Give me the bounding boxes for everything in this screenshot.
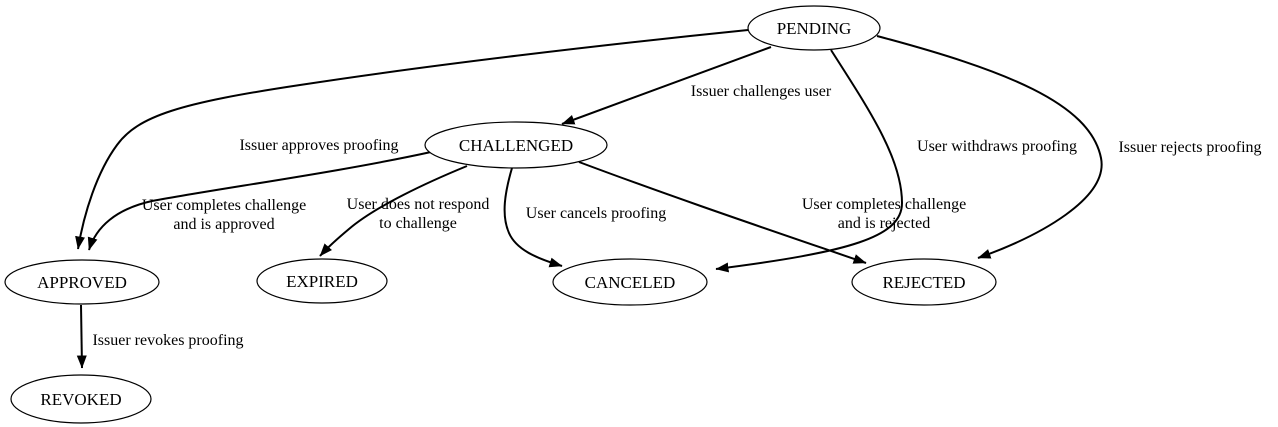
edge-pending-challenged-label: Issuer challenges user	[691, 83, 832, 100]
state-node-rejected-label: REJECTED	[882, 273, 965, 292]
state-node-challenged-label: CHALLENGED	[459, 136, 573, 155]
edge-pending-rejected-path	[876, 35, 1103, 259]
state-node-expired-label: EXPIRED	[286, 272, 358, 291]
edge-challenged-rejected-label-line1: User completes challenge	[802, 196, 966, 213]
edge-challenged-approved-label-line2: and is approved	[173, 216, 274, 233]
edge-challenged-expired: User does not respond to challenge	[319, 165, 490, 257]
state-node-approved-label: APPROVED	[37, 273, 127, 292]
state-node-approved: APPROVED	[4, 259, 160, 305]
edge-challenged-canceled: User cancels proofing	[503, 167, 666, 268]
edge-pending-challenged-path	[561, 46, 772, 125]
state-node-revoked-label: REVOKED	[40, 390, 121, 409]
edge-pending-rejected: Issuer rejects proofing	[876, 35, 1262, 259]
edge-pending-canceled: User withdraws proofing	[715, 49, 1077, 273]
edge-approved-revoked-label: Issuer revokes proofing	[92, 332, 243, 349]
edge-pending-canceled-path	[715, 49, 904, 273]
edge-challenged-approved-path	[87, 151, 432, 251]
edge-pending-approved: Issuer approves proofing	[75, 29, 749, 250]
state-node-challenged-ellipse	[424, 121, 608, 169]
state-node-expired: EXPIRED	[256, 258, 388, 304]
edge-approved-revoked-path	[76, 304, 87, 369]
state-node-pending-ellipse	[747, 5, 881, 51]
state-node-canceled-label: CANCELED	[585, 273, 676, 292]
edge-challenged-canceled-label: User cancels proofing	[526, 205, 666, 222]
edge-challenged-expired-path	[319, 165, 468, 257]
edge-pending-approved-path	[75, 29, 749, 250]
edge-challenged-rejected-label-line2: and is rejected	[838, 215, 930, 232]
state-node-pending-label: PENDING	[777, 19, 852, 38]
edge-challenged-rejected: User completes challenge and is rejected	[578, 161, 966, 264]
edge-challenged-approved-label-line1: User completes challenge	[142, 197, 306, 214]
nodes: PENDING CHALLENGED APPROVED EXPIRED CANC…	[4, 5, 997, 424]
state-node-pending: PENDING	[747, 5, 881, 51]
edge-challenged-rejected-path	[578, 161, 867, 264]
edge-challenged-expired-label-line2: to challenge	[379, 215, 457, 232]
edge-pending-rejected-label: Issuer rejects proofing	[1118, 139, 1261, 156]
edge-challenged-expired-label-line1: User does not respond	[347, 196, 490, 213]
edges: Issuer challenges user Issuer approves p…	[75, 29, 1262, 369]
state-node-revoked-ellipse	[10, 374, 152, 424]
state-node-rejected-ellipse	[851, 258, 997, 306]
state-node-rejected: REJECTED	[851, 258, 997, 306]
state-node-revoked: REVOKED	[10, 374, 152, 424]
state-node-challenged: CHALLENGED	[424, 121, 608, 169]
state-node-canceled-ellipse	[552, 258, 708, 306]
edge-challenged-canceled-path	[503, 167, 563, 268]
edge-pending-approved-label: Issuer approves proofing	[239, 137, 398, 154]
edge-challenged-approved: User completes challenge and is approved	[87, 151, 432, 251]
edge-pending-challenged: Issuer challenges user	[561, 46, 832, 125]
edge-pending-canceled-label: User withdraws proofing	[917, 138, 1077, 155]
edge-approved-revoked: Issuer revokes proofing	[76, 304, 244, 369]
state-node-canceled: CANCELED	[552, 258, 708, 306]
state-node-expired-ellipse	[256, 258, 388, 304]
state-node-approved-ellipse	[4, 259, 160, 305]
